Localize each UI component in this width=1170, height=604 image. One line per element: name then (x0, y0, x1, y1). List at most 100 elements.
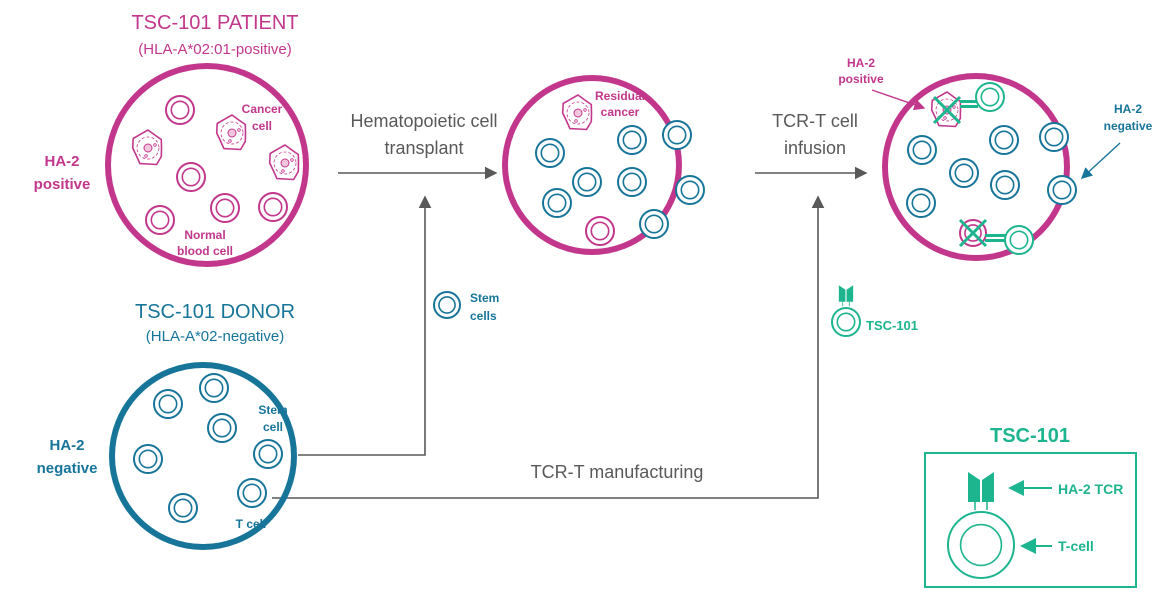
donor-ha2-label: HA-2 (49, 437, 84, 454)
cell-membrane (947, 511, 1015, 579)
cell-membrane (145, 205, 175, 235)
tcr-chain (968, 472, 980, 502)
donor-title: TSC-101 DONOR (135, 301, 295, 323)
surviving-negative-label-2: negative (1104, 119, 1153, 133)
cell-inner (1009, 230, 1029, 250)
blood-cell-icon (433, 291, 461, 319)
cell-inner (680, 180, 700, 200)
cell-membrane (990, 170, 1020, 200)
blood-cell-icon (585, 216, 615, 246)
cell-inner (954, 163, 974, 183)
manufacturing-label: TCR-T manufacturing (531, 462, 704, 482)
cell-inner (980, 87, 1000, 107)
cell-membrane (949, 158, 979, 188)
blood-cell-icon (572, 167, 602, 197)
cell-inner (242, 483, 262, 503)
cell-membrane (253, 439, 283, 469)
cell-membrane (831, 307, 861, 337)
manufacturing-arrow (272, 195, 825, 499)
cell-membrane (542, 188, 572, 218)
cell-inner (138, 449, 158, 469)
stem-cell-arrow (298, 195, 432, 456)
organelle (281, 169, 285, 173)
cell-membrane (907, 135, 937, 165)
normal-cell-label: Normal (184, 228, 225, 242)
cell-inner (959, 523, 1003, 567)
kill-x-icon (932, 95, 962, 125)
cancer-cell-label: Cancer (242, 102, 283, 116)
surviving-negative-label: HA-2 (1114, 102, 1142, 116)
cell-membrane (258, 192, 288, 222)
cell-membrane (1039, 122, 1069, 152)
patient-ha2-label-2: positive (34, 176, 91, 193)
cell-membrane (989, 125, 1019, 155)
organelle (153, 143, 157, 147)
organelle (290, 158, 294, 162)
cell-inner (263, 197, 283, 217)
cell-membrane (165, 95, 195, 125)
nucleus (573, 108, 583, 118)
cell-inner (622, 130, 642, 150)
cell-membrane (1004, 225, 1034, 255)
blood-cell-icon (207, 413, 237, 443)
blood-cell-icon (675, 175, 705, 205)
cell-inner (158, 394, 178, 414)
blood-cell-icon (165, 95, 195, 125)
cell-inner (181, 167, 201, 187)
blood-cell-icon (1039, 122, 1069, 152)
nucleus (143, 143, 153, 153)
blood-cell-icon (639, 209, 669, 239)
tcr-chain (846, 285, 854, 302)
donor-ha2-label-2: negative (37, 460, 98, 477)
cell-inner (212, 418, 232, 438)
cell-inner (911, 193, 931, 213)
blood-cell-icon (237, 478, 267, 508)
cell-inner (204, 378, 224, 398)
cell-inner (995, 175, 1015, 195)
blood-cell-icon (535, 138, 565, 168)
cell-membrane (662, 120, 692, 150)
organelle (952, 105, 956, 109)
tcell-icon (831, 307, 861, 337)
cell-membrane (176, 162, 206, 192)
kill-x-icon (958, 218, 988, 248)
donor-tcell-label: T cell (236, 517, 267, 531)
cell-membrane (617, 125, 647, 155)
cancer-cell-icon (131, 129, 163, 166)
donor-blood-circle (109, 362, 297, 550)
blood-cell-icon (133, 444, 163, 474)
organelle (574, 119, 578, 123)
negative-pointer-arrow (1080, 142, 1121, 179)
cell-membrane (585, 216, 615, 246)
blood-cell-icon (210, 193, 240, 223)
blood-cell-icon (145, 205, 175, 235)
legend-tcell-label: T-cell (1058, 538, 1094, 554)
legend-tcr-label: HA-2 TCR (1058, 481, 1123, 497)
blood-cell-icon (168, 493, 198, 523)
organelle (228, 139, 232, 143)
cell-membrane (433, 291, 461, 319)
stem-cells-label-2: cells (470, 309, 497, 323)
donor-subtitle: (HLA-A*02-negative) (146, 328, 284, 345)
cell-membrane (168, 493, 198, 523)
cancer-cell-label-2: cell (252, 119, 272, 133)
blood-cell-icon (176, 162, 206, 192)
tcr-chain (982, 472, 994, 502)
cell-inner (547, 193, 567, 213)
cell-membrane (675, 175, 705, 205)
cell-inner (622, 172, 642, 192)
blood-cell-icon (989, 125, 1019, 155)
cell-membrane (1047, 175, 1077, 205)
normal-cell-label-2: blood cell (177, 244, 233, 258)
tsc101-small-label: TSC-101 (866, 318, 918, 333)
tcell-icon (975, 82, 1005, 112)
cell-membrane (906, 188, 936, 218)
legend-title: TSC-101 (990, 425, 1070, 447)
tcell-icon (1004, 225, 1034, 255)
cell-inner (577, 172, 597, 192)
blood-cell-icon (199, 373, 229, 403)
cell-inner (836, 312, 856, 332)
cancer-cell-icon (215, 114, 247, 151)
blood-cell-icon (153, 389, 183, 419)
